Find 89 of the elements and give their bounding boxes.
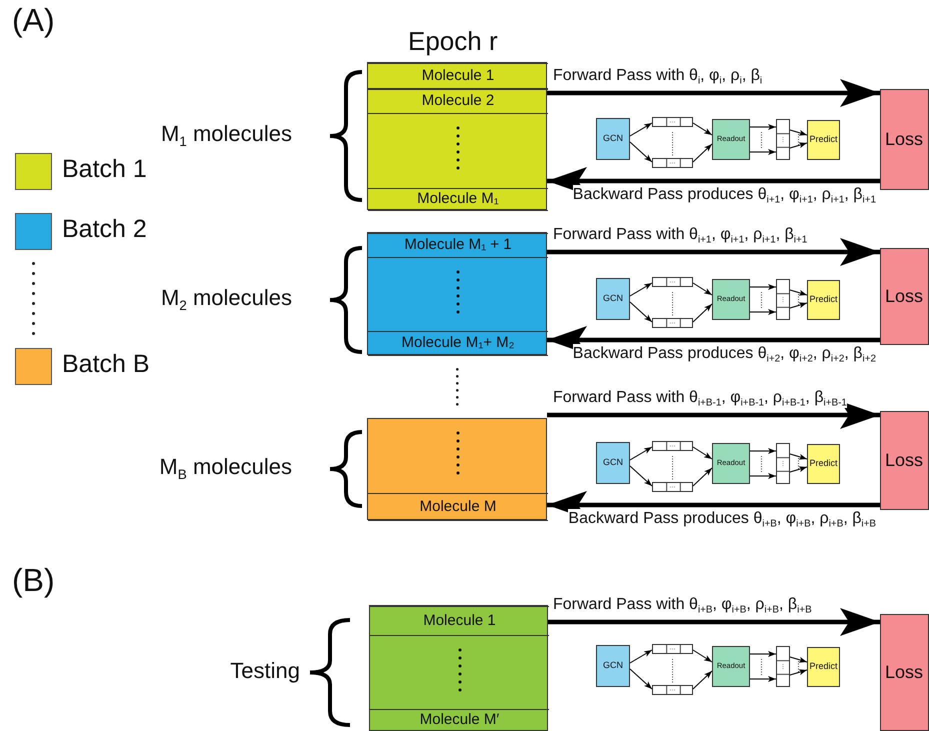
group-label: M$_{1}$ molecules [160,121,292,147]
arrow [630,122,652,136]
arrow [630,466,652,486]
vector-bar [652,441,693,451]
vector-bar [652,117,693,127]
group-label: M$_{2}$ molecules [160,285,292,311]
network-block: GCN [596,278,630,320]
edge-label: Forward Pass with θ$_{i}$, φ$_{i}$, ρ$_{i}$, β$_{i}$ [553,66,762,86]
arrow [547,238,880,266]
arrow [790,302,808,308]
panel-label: (B) [12,562,55,599]
arrow [790,130,808,136]
arrow [692,670,712,690]
network-block: GCN [596,442,630,484]
vector-bar [652,318,693,328]
predict-block: Predict [807,647,840,687]
arrow [630,142,652,162]
loss-block: Loss [880,89,929,190]
vector-column [776,279,790,320]
vector-bar [652,158,693,168]
arrow [790,656,808,663]
vector-column [776,119,790,160]
molecule-row: Molecule M′ [370,709,549,731]
arrow [750,149,776,155]
loss-block: Loss [880,411,929,510]
arrow [630,650,652,664]
arrow [790,454,808,460]
batch-block [367,62,547,210]
arrow [692,468,712,486]
arrow [750,473,776,479]
arrow [547,401,880,429]
arrow [750,448,776,454]
vector-bar [652,644,693,654]
edge-label: Backward Pass produces θ$_{i+1}$, φ$_{i+1}$, ρ$_{i+1}$, β$_{i+1}$ [572,185,876,205]
arrow [692,304,712,322]
arrow [750,284,776,290]
arrow [750,309,776,315]
predict-block: Predict [807,444,840,484]
column-heading: Epoch r [408,26,498,57]
arrow [750,651,776,657]
legend-label: Batch 1 [62,155,147,184]
panel-label: (A) [12,2,55,39]
group-label: Testing [230,658,300,684]
batch-block [367,232,547,355]
vector-bar [652,277,693,287]
predict-block: Predict [807,120,840,160]
edge-label: Forward Pass with θ$_{i+B-1}$, φ$_{i+B-1}$, ρ$_{i+B-1}$, β$_{i+B-1}$ [553,388,847,408]
molecule-row: Molecule M₁ + 1 [368,233,548,258]
arrow [692,122,712,136]
arrow [750,124,776,130]
arrow [630,668,652,690]
arrow [547,79,880,107]
arrow [630,302,652,322]
molecule-row: Molecule M₁ [368,188,548,211]
edge-label: Backward Pass produces θ$_{i+2}$, φ$_{i+2}$, ρ$_{i+2}$, β$_{i+2}$ [572,344,876,364]
arrow [630,282,652,296]
arrow [692,144,712,162]
molecule-row: Molecule M [368,493,548,521]
edge-label: Backward Pass produces θ$_{i+B}$, φ$_{i+B}$, ρ$_{i+B}$, β$_{i+B}$ [568,509,876,529]
predict-block: Predict [807,280,840,320]
molecule-row: Molecule 1 [370,606,549,636]
arrow [790,669,808,676]
group-label: M$_{B}$ molecules [159,454,292,480]
arrow [790,290,808,296]
batch-block [367,418,547,520]
arrow [548,608,880,636]
legend-label: Batch 2 [62,215,147,244]
arrow [630,446,652,460]
arrow [790,142,808,148]
edge-label: Forward Pass with θ$_{i+B}$, φ$_{i+B}$, ρ$_{i+B}$, β$_{i+B}$ [553,595,812,615]
arrow [692,446,712,460]
arrow [692,282,712,296]
legend-label: Batch B [62,350,150,379]
molecule-row: Molecule M₁+ M₂ [368,331,548,356]
batch-block [369,605,548,731]
vector-column [776,646,790,687]
arrow [790,466,808,472]
vector-bar [652,482,693,492]
arrow [750,676,776,682]
arrow [692,650,712,662]
loss-block: Loss [880,248,929,345]
network-block: GCN [596,118,630,160]
edge-label: Forward Pass with θ$_{i+1}$, φ$_{i+1}$, ρ$_{i+1}$, β$_{i+1}$ [553,225,808,245]
vector-bar [652,685,693,695]
molecule-row: Molecule 2 [368,89,548,114]
vector-column [776,443,790,484]
network-block: GCN [596,645,630,687]
loss-block: Loss [880,614,929,731]
molecule-row: Molecule 1 [368,63,548,89]
